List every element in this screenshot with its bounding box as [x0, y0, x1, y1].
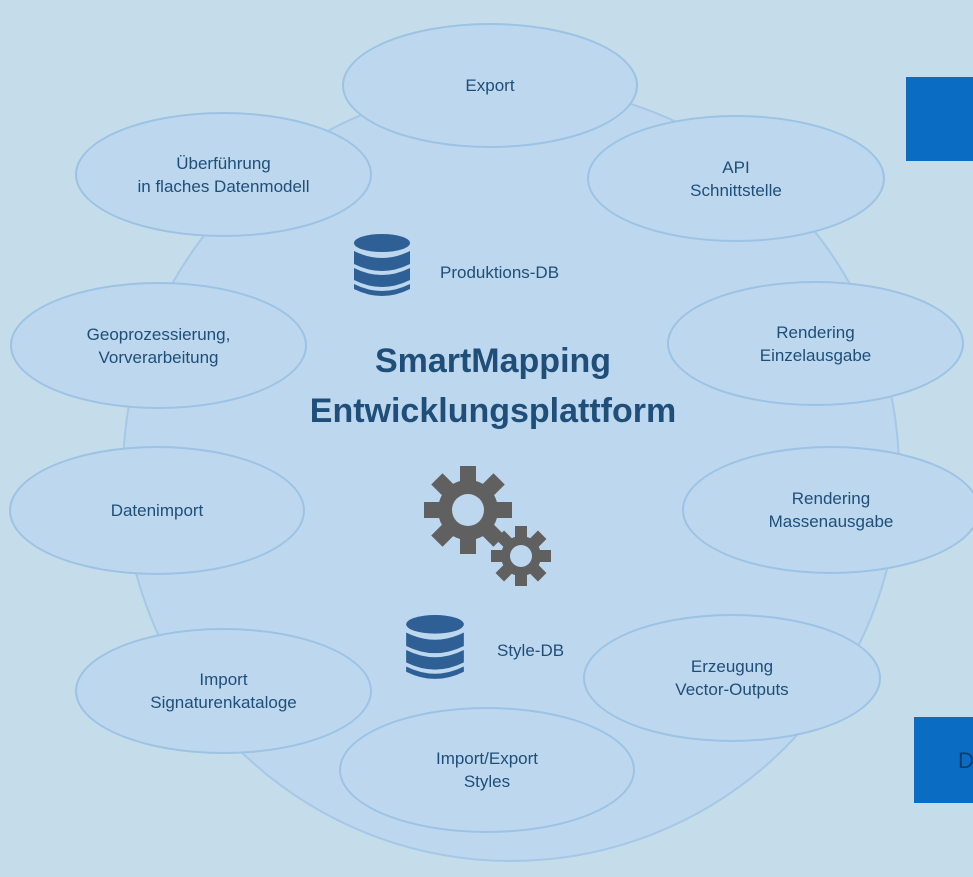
- step-api: API Schnittstelle: [587, 115, 885, 242]
- step-label: Erzeugung Vector-Outputs: [675, 657, 789, 699]
- step-label: Import/Export Styles: [435, 749, 539, 791]
- step-export: Export: [342, 23, 638, 148]
- step-vector-outputs: Erzeugung Vector-Outputs: [583, 614, 881, 742]
- step-datenimport: Datenimport: [9, 446, 305, 575]
- database-icon: [354, 234, 410, 296]
- gears-icon: [424, 466, 551, 586]
- step-import-export-styles: Import/Export Styles: [339, 707, 635, 833]
- style-db-label: Style-DB: [497, 641, 565, 660]
- side-box-top: [906, 77, 973, 161]
- step-geoprozessierung: Geoprozessierung, Vorverarbeitung: [10, 282, 307, 409]
- side-box-bottom: [914, 717, 973, 803]
- step-label: Import Signaturenkataloge: [150, 670, 297, 712]
- step-rendering-massenausgabe: Rendering Massenausgabe: [682, 446, 973, 574]
- step-label: API Schnittstelle: [690, 157, 782, 200]
- step-label: Rendering Massenausgabe: [768, 489, 894, 531]
- step-import-signaturenkataloge: Import Signaturenkataloge: [75, 628, 372, 754]
- database-icon: [406, 615, 464, 679]
- step-ueberfuehrung: Überführung in flaches Datenmodell: [75, 112, 372, 237]
- title-line-1: SmartMapping: [374, 342, 612, 380]
- step-label: Geoprozessierung, Vorverarbeitung: [86, 324, 231, 367]
- title-line-2: Entwicklungsplattform: [309, 392, 677, 430]
- step-label: Überführung in flaches Datenmodell: [137, 153, 310, 196]
- page-title: SmartMapping Entwicklungsplattform: [258, 336, 728, 436]
- step-label: Rendering Einzelausgabe: [759, 322, 872, 365]
- step-label: Datenimport: [110, 501, 204, 520]
- side-box-letter: D: [958, 748, 973, 773]
- step-label: Export: [465, 76, 515, 95]
- step-rendering-einzelausgabe: Rendering Einzelausgabe: [667, 281, 964, 406]
- production-db-label: Produktions-DB: [440, 263, 560, 282]
